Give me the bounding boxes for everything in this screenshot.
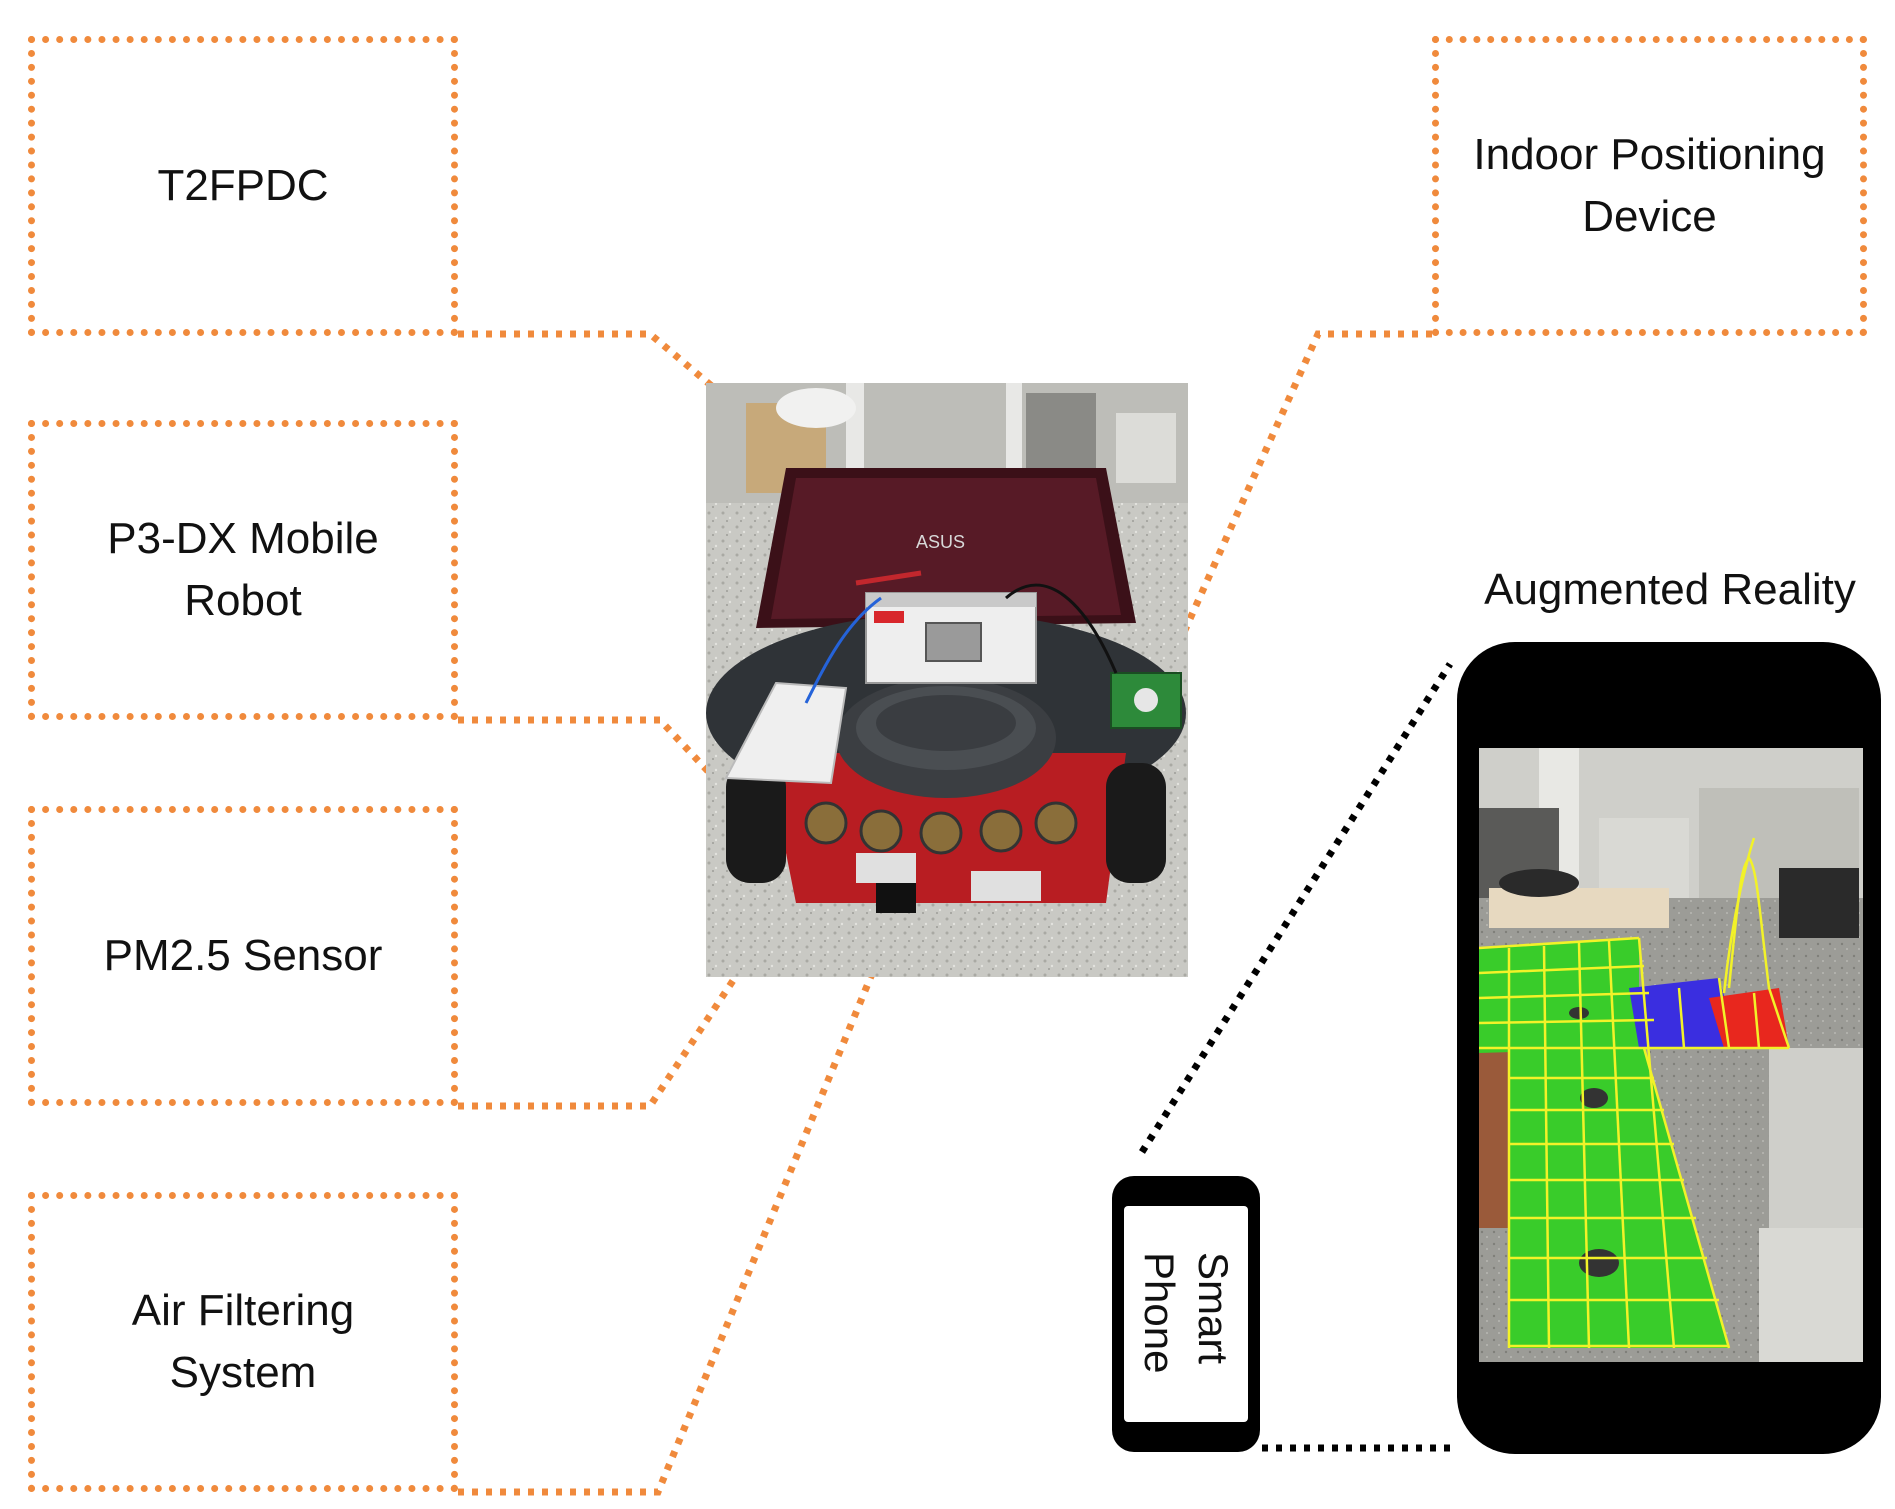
connector-indoor-positioning xyxy=(1172,330,1432,652)
ar-clean-zone xyxy=(1629,978,1739,1048)
indoor-positioning-device-box: Indoor Positioning Device xyxy=(1432,36,1867,336)
ar-phone xyxy=(1457,642,1881,1454)
smart-phone: Smart Phone xyxy=(1112,1176,1260,1452)
t2fpdc-label: T2FPDC xyxy=(157,161,329,210)
connector-p3dx xyxy=(458,716,738,803)
right-wheel xyxy=(1106,763,1166,883)
connector-smartphone-ar xyxy=(1139,662,1453,1154)
air-filtering-system-label: Air Filtering System xyxy=(131,1286,355,1397)
augmented-reality-title: Augmented Reality xyxy=(1484,565,1856,614)
robot-illustration: ASUS xyxy=(706,383,1188,977)
t2fpdc-box: T2FPDC xyxy=(28,36,458,336)
connector-air-filtering xyxy=(458,783,954,1496)
p3dx-mobile-robot-box: P3-DX Mobile Robot xyxy=(28,420,458,720)
smart-phone-screen: Smart Phone xyxy=(1124,1206,1248,1422)
ar-hot-zone xyxy=(1709,988,1789,1048)
pm25-sensor-label: PM2.5 Sensor xyxy=(103,931,383,980)
indoor-positioning-device-label: Indoor Positioning Device xyxy=(1473,130,1826,241)
robot-photo: ASUS xyxy=(706,383,1188,977)
pm25-sensor-device xyxy=(925,622,982,662)
svg-text:ASUS: ASUS xyxy=(916,532,965,552)
ar-screen xyxy=(1479,748,1863,1362)
p3dx-mobile-robot-label: P3-DX Mobile Robot xyxy=(107,514,379,625)
pm25-sensor-box: PM2.5 Sensor xyxy=(28,806,458,1106)
ar-scene xyxy=(1479,748,1863,1362)
router xyxy=(724,681,848,785)
left-wheel xyxy=(726,763,786,883)
air-filtering-system-box: Air Filtering System xyxy=(28,1192,458,1492)
smart-phone-label: Smart Phone xyxy=(1136,1252,1237,1374)
